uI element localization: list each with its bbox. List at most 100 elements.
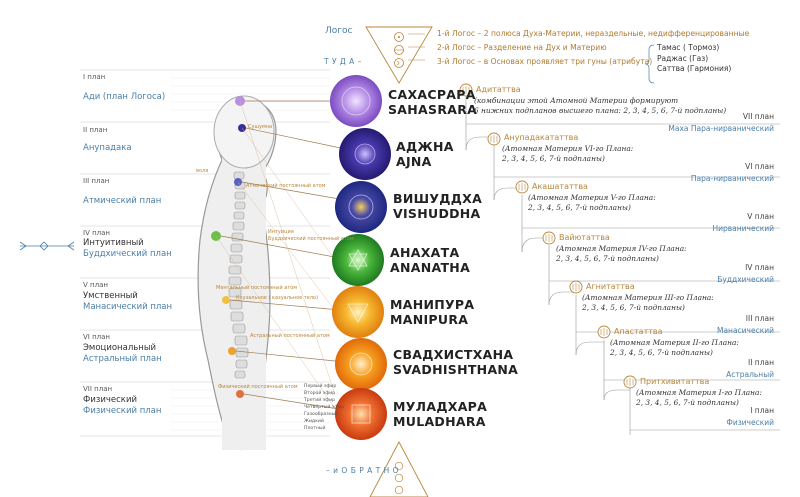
tattva-1-desc: (комбинации этой Атомной Материи формиру… [474, 96, 726, 116]
tattva-5-name: Агнитаттва [586, 282, 635, 291]
tattva-6-desc-line-2: 2, 3, 4, 5, 6, 7-й подпланы) [610, 348, 713, 357]
muladhara-chakra-icon [335, 388, 387, 440]
tattva-2-plane-number: VI план [745, 162, 774, 171]
balance-arrow-icon [19, 241, 75, 251]
tattva-3-desc-line-1: (Атомная Материя V-го Плана: [528, 193, 656, 202]
gunas-list: Тамас ( Тормоз) Раджас (Газ) Саттва (Гар… [657, 43, 731, 75]
body-chakra-dots [211, 96, 246, 398]
spine [228, 171, 249, 379]
astral-atom-label: Астральный постоянный атом [250, 333, 330, 339]
tattva-1-desc-line-2: 6 нижних подпланов высшего плана: 2, 3, … [474, 106, 727, 115]
chakra-1-name-en: SAHASRARA [388, 102, 478, 117]
will-label: воля [196, 168, 209, 174]
dense-label: Плотный [304, 426, 326, 431]
logos-back-label: – и О Б Р А Т Н О [326, 466, 399, 475]
logos-title: Логос [325, 26, 353, 36]
tattva-5-plane-number: III план [745, 314, 774, 323]
plane-6-number: VI план [83, 333, 110, 341]
tattva-5-desc-line-2: 2, 3, 4, 5, 6, 7-й подпланы) [582, 303, 685, 312]
tattva-6-desc-line-1: (Атомная Материя II-го Плана: [610, 338, 739, 347]
tattva-4-desc-line-1: (Атомная Материя IV-го Плана: [556, 244, 687, 253]
logos-there-label: Т У Д А – [324, 57, 362, 66]
plane-3-number: III план [83, 177, 110, 185]
tattva-cascade [459, 83, 780, 435]
tattva-2-plane-name: Пара-нирванический [690, 174, 774, 183]
chakra-6-name-en: SVADHISHTHANA [393, 362, 519, 377]
tattva-3-plane-name: Нирванический [712, 224, 774, 233]
plane-6-name-2: Астральный план [83, 354, 162, 364]
tattva-3-desc-line-2: 2, 3, 4, 5, 6, 7-й подпланы) [528, 203, 631, 212]
plane-5-name: Умственный [83, 291, 138, 301]
tattva-1-name: Адитаттва [476, 85, 521, 94]
tattva-1-desc-line-1: (комбинации этой Атомной Материи формиру… [474, 96, 679, 105]
chakra-7-name-ru: МУЛАДХАРА [393, 399, 488, 414]
tattva-4-desc: (Атомная Материя IV-го Плана:2, 3, 4, 5,… [556, 244, 687, 264]
chakra-5-name-en: MANIPURA [390, 312, 469, 327]
tattva-3-desc: (Атомная Материя V-го Плана:2, 3, 4, 5, … [528, 193, 656, 213]
ether-2-label: Второй эфир [304, 391, 336, 396]
liquid-label: Жидкий [304, 419, 324, 424]
mental-atom-label: Ментальный постоянный атом [216, 285, 298, 291]
chakra-5-name-ru: МАНИПУРА [390, 297, 475, 312]
tattva-4-desc-line-2: 2, 3, 4, 5, 6, 7-й подпланы) [556, 254, 659, 263]
tattva-5-desc-line-1: (Атомная Материя III-го Плана: [582, 293, 714, 302]
plane-1-number: I план [83, 73, 106, 81]
tattva-3-name: Акашататтва [532, 182, 588, 191]
plane-2-name: Анупадака [83, 143, 132, 153]
tattva-2-name: Анупадакататтва [504, 133, 579, 142]
energy-lines [215, 100, 337, 411]
chakra-2-name-en: AJNA [396, 154, 432, 169]
vishuddha-chakra-icon [335, 181, 387, 233]
manipura-chakra-icon [332, 286, 384, 338]
chakra-circles [330, 75, 391, 440]
plane-7-name-2: Физический план [83, 406, 162, 416]
tattva-6-plane-number: II план [747, 358, 774, 367]
chakra-7-name-en: MULADHARA [393, 414, 486, 429]
plane-1-name: Ади (план Логоса) [83, 92, 166, 102]
tattva-4-name: Вайютаттва [559, 233, 610, 242]
plane-7-number: VII план [83, 385, 113, 393]
tattva-7-desc: (Атомная Материя I-го Плана:2, 3, 4, 5, … [636, 388, 762, 408]
tattva-7-plane-name: Физический [726, 418, 774, 427]
logos-back-word: О Б Р А Т Н О [341, 466, 400, 475]
tattva-4-plane-number: IV план [745, 263, 774, 272]
gaseous-label: Газообразный [304, 412, 339, 417]
logos-line-2: 2-й Логос – Разделение на Дух и Материю [437, 43, 607, 52]
tattva-2-desc: (Атомная Материя VI-го Плана:2, 3, 4, 5,… [502, 144, 633, 164]
plane-4-name: Интуитивный [83, 238, 144, 248]
chakra-3-name-en: VISHUDDHA [393, 206, 481, 221]
tattva-3-plane-number: V план [747, 212, 774, 221]
ether-4-label: Четвёртый эфир [304, 405, 345, 410]
chakra-6-name-ru: СВАДХИСТХАНА [393, 347, 514, 362]
tattva-7-plane-number: I план [750, 406, 774, 415]
plane-5-name-2: Манасический план [83, 302, 173, 312]
tattva-7-desc-line-2: 2, 3, 4, 5, 6, 7-й подпланы) [636, 398, 739, 407]
tattva-2-desc-line-1: (Атомная Материя VI-го Плана: [502, 144, 634, 153]
gunas-brace [644, 44, 655, 84]
tattva-2-desc-line-2: 2, 3, 4, 5, 6, 7-й подпланы) [502, 154, 605, 163]
ajna-chakra-icon [339, 128, 391, 180]
tattva-1-plane-number: VII план [742, 112, 774, 121]
svadhishthana-chakra-icon [335, 338, 387, 390]
guna-sattva: Саттва (Гармония) [657, 64, 732, 73]
ether-3-label: Третий эфир [304, 398, 336, 403]
tattva-7-desc-line-1: (Атомная Материя I-го Плана: [636, 388, 762, 397]
plane-5-number: V план [83, 281, 108, 289]
tattva-7-name: Притхивитаттва [640, 377, 710, 386]
ether-1-label: Первый эфир [304, 384, 337, 389]
chakra-2-name-ru: АДЖНА [396, 139, 454, 154]
logos-line-1: 1-й Логос – 2 полюса Духа-Материи, нераз… [437, 29, 750, 38]
intuition-label: Интуиция [268, 229, 294, 235]
tattva-5-desc: (Атомная Материя III-го Плана:2, 3, 4, 5… [582, 293, 714, 313]
guna-tamas: Тамас ( Тормоз) [657, 43, 720, 52]
tattva-6-desc: (Атомная Материя II-го Плана:2, 3, 4, 5,… [610, 338, 739, 358]
guna-rajas: Раджас (Газ) [657, 53, 709, 63]
plane-4-number: IV план [83, 229, 110, 237]
tattva-6-plane-name: Астральный [726, 370, 774, 379]
physical-atom-label: Физический постоянный атом [218, 384, 298, 390]
chakra-1-name-ru: САХАСРАРА [388, 87, 476, 102]
anahata-chakra-icon [332, 234, 384, 286]
chakra-connectors [220, 100, 351, 411]
plane-2-number: II план [83, 126, 108, 134]
